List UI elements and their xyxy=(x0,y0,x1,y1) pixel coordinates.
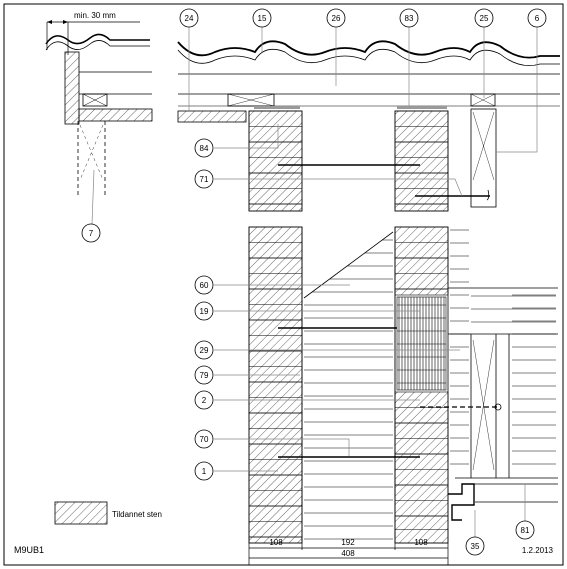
svg-text:81: 81 xyxy=(521,526,530,535)
callout-24: 24 xyxy=(179,8,199,28)
dimension-inner: 108 xyxy=(414,538,428,547)
callout-6: 6 xyxy=(527,8,547,28)
svg-text:15: 15 xyxy=(258,14,267,23)
outer-brick-course xyxy=(248,203,303,212)
callout-7: 7 xyxy=(81,223,101,243)
callout-2: 2 xyxy=(194,390,214,410)
callout-26: 26 xyxy=(326,8,346,28)
svg-text:84: 84 xyxy=(200,144,209,153)
callout-15: 15 xyxy=(252,8,272,28)
drawing-code: M9UB1 xyxy=(14,545,44,555)
callout-1: 1 xyxy=(194,461,214,481)
legend-label: Tildannet sten xyxy=(112,510,162,519)
dimension-lines: 108 192 108 408 xyxy=(248,538,449,565)
dimension-outer: 108 xyxy=(269,538,283,547)
min-dimension-label: min. 30 mm xyxy=(74,11,116,20)
svg-text:24: 24 xyxy=(185,14,194,23)
callout-84: 84 xyxy=(194,138,214,158)
callout-81: 81 xyxy=(515,520,535,540)
callout-25: 25 xyxy=(474,8,494,28)
drawing-frame xyxy=(3,3,564,566)
legend: Tildannet sten xyxy=(54,501,162,525)
svg-text:6: 6 xyxy=(535,14,540,23)
callout-70: 70 xyxy=(194,429,214,449)
svg-text:35: 35 xyxy=(471,542,480,551)
svg-text:29: 29 xyxy=(200,346,209,355)
wall-ties xyxy=(278,164,502,458)
dimension-total: 408 xyxy=(341,549,355,558)
svg-text:83: 83 xyxy=(405,14,414,23)
timber-frame-wall xyxy=(448,108,558,521)
legend-hatch-swatch xyxy=(54,501,108,525)
callout-71: 71 xyxy=(194,169,214,189)
roof-section xyxy=(177,40,560,123)
callout-79: 79 xyxy=(194,365,214,385)
callout-19: 19 xyxy=(194,301,214,321)
callout-60: 60 xyxy=(194,275,214,295)
inner-brick-course xyxy=(394,203,449,212)
svg-text:79: 79 xyxy=(200,371,209,380)
svg-text:25: 25 xyxy=(480,14,489,23)
svg-text:7: 7 xyxy=(89,229,94,238)
eave-detail: min. 30 mm xyxy=(45,11,153,225)
svg-text:71: 71 xyxy=(200,175,209,184)
leader-lines xyxy=(188,27,538,537)
svg-text:1: 1 xyxy=(202,467,207,476)
svg-text:60: 60 xyxy=(200,281,209,290)
svg-text:2: 2 xyxy=(202,396,207,405)
dimension-cavity: 192 xyxy=(341,538,355,547)
drawing-date: 1.2.2013 xyxy=(522,546,554,555)
svg-text:19: 19 xyxy=(200,307,209,316)
inner-brick-course xyxy=(394,288,449,296)
svg-text:26: 26 xyxy=(332,14,341,23)
cavity-insulation xyxy=(301,227,396,543)
callout-29: 29 xyxy=(194,340,214,360)
callout-83: 83 xyxy=(399,8,419,28)
svg-text:70: 70 xyxy=(200,435,209,444)
callout-35: 35 xyxy=(465,536,485,556)
